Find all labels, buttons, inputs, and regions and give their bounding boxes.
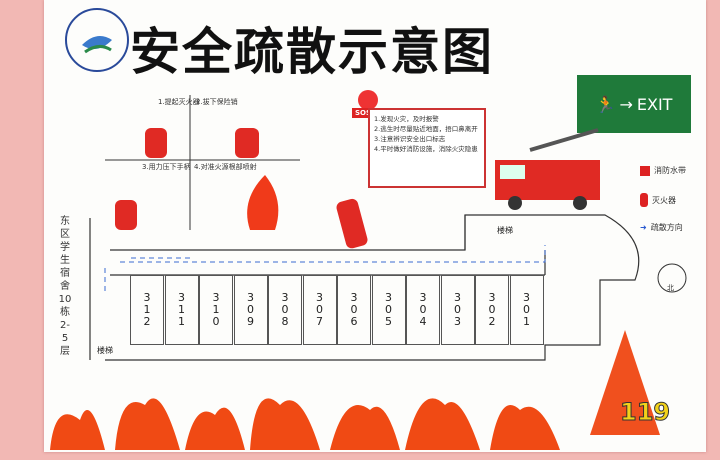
step-4: 4.对准火源根部喷射 bbox=[194, 163, 257, 171]
extinguisher-icon bbox=[336, 198, 368, 249]
safety-notes: 1.发现火灾，及时报警 2.逃生时尽量贴近地面，捂口鼻离开 3.注意辨识安全出口… bbox=[368, 108, 486, 188]
compass-label: 北 bbox=[667, 284, 674, 292]
building-label: 东区学生宿舍10栋2-5层 bbox=[58, 216, 72, 357]
step-2: 2.拔下保险销 bbox=[196, 98, 238, 106]
legend-extinguisher: 灭火器 bbox=[640, 193, 676, 207]
compass-icon bbox=[657, 263, 687, 293]
extinguisher-icon bbox=[640, 193, 648, 207]
note: 2.逃生时尽量贴近地面，捂口鼻离开 bbox=[374, 125, 478, 133]
legend-label: 消防水带 bbox=[654, 166, 686, 175]
legend-label: 疏散方向 bbox=[650, 223, 683, 232]
arrow-icon: ➜ bbox=[640, 223, 647, 232]
extinguisher-icon bbox=[145, 128, 167, 158]
alarm-icon bbox=[358, 90, 378, 110]
step-3: 3.用力压下手柄 bbox=[142, 163, 191, 171]
stairs-label: 楼梯 bbox=[497, 226, 513, 235]
logo bbox=[65, 8, 129, 72]
flames bbox=[50, 398, 560, 450]
arrow-icon: → bbox=[619, 94, 633, 114]
hose-icon bbox=[640, 165, 650, 176]
note: 1.发现火灾，及时报警 bbox=[374, 115, 439, 123]
traffic-cone-icon bbox=[590, 330, 660, 435]
legend-label: 灭火器 bbox=[652, 195, 676, 205]
extinguisher-icon bbox=[115, 200, 137, 230]
legend-arrow: ➜疏散方向 bbox=[640, 222, 683, 233]
step-1: 1.提起灭火器 bbox=[158, 98, 200, 106]
note: 3.注意辨识安全出口标志 bbox=[374, 135, 446, 143]
exit-label: EXIT bbox=[636, 94, 673, 114]
note: 4.平时做好消防设施，消除火灾隐患 bbox=[374, 145, 478, 153]
stairs-label: 楼梯 bbox=[97, 346, 113, 355]
running-man-icon: 🏃 bbox=[595, 94, 616, 114]
fire-truck-icon bbox=[495, 128, 600, 210]
exit-sign: 🏃→EXIT bbox=[577, 75, 691, 133]
fire-icon bbox=[247, 175, 279, 230]
page-title: 安全疏散示意图 bbox=[130, 22, 494, 81]
emergency-number: 119 bbox=[619, 398, 671, 427]
legend-hose: 消防水带 bbox=[640, 165, 686, 176]
extinguisher-icon bbox=[235, 128, 259, 158]
evacuation-route bbox=[120, 245, 546, 263]
sos-badge: SOS bbox=[352, 108, 375, 118]
